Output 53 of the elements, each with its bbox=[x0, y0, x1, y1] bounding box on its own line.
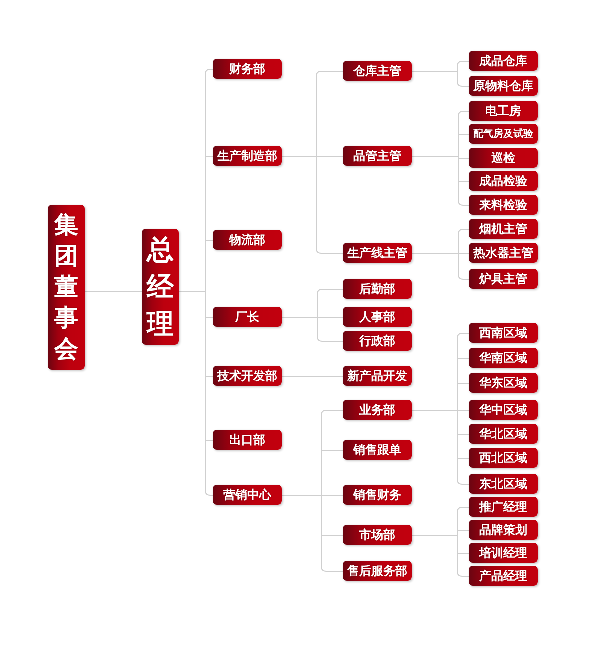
org-box: 来料检验 bbox=[469, 195, 538, 215]
connector-line bbox=[178, 291, 214, 496]
org-box: 华北区域 bbox=[469, 424, 538, 444]
connector-line bbox=[282, 317, 344, 342]
org-box: 产品经理 bbox=[469, 566, 538, 586]
org-box: 炉具主管 bbox=[469, 269, 538, 289]
connector-line bbox=[412, 71, 470, 87]
org-box: 成品检验 bbox=[469, 171, 538, 191]
org-box: 新产品开发 bbox=[343, 366, 412, 386]
org-box: 原物料仓库 bbox=[469, 76, 538, 96]
org-box: 财务部 bbox=[213, 59, 282, 79]
org-box: 华南区域 bbox=[469, 348, 538, 368]
org-box: 生产制造部 bbox=[213, 146, 282, 166]
org-box: 物流部 bbox=[213, 230, 282, 250]
connector-line bbox=[412, 156, 470, 206]
org-box: 技术开发部 bbox=[213, 366, 282, 386]
org-box: 烟机主管 bbox=[469, 219, 538, 239]
connector-line bbox=[84, 291, 142, 292]
org-box: 华中区域 bbox=[469, 400, 538, 420]
org-box: 集团董事会 bbox=[48, 205, 85, 370]
connector-line bbox=[412, 253, 470, 280]
org-box: 培训经理 bbox=[469, 543, 538, 563]
org-box: 市场部 bbox=[343, 525, 412, 545]
org-box: 仓库主管 bbox=[343, 61, 412, 81]
org-box: 行政部 bbox=[343, 331, 412, 351]
org-box: 后勤部 bbox=[343, 279, 412, 299]
connector-line bbox=[282, 156, 344, 254]
org-box: 厂长 bbox=[213, 307, 282, 327]
org-box: 热水器主管 bbox=[469, 243, 538, 263]
org-box: 电工房 bbox=[469, 101, 538, 121]
org-box: 巡检 bbox=[469, 148, 538, 168]
org-box: 配气房及试验 bbox=[469, 124, 538, 144]
connector-line bbox=[282, 376, 344, 377]
org-box: 华东区域 bbox=[469, 373, 538, 393]
org-box: 售后服务部 bbox=[343, 561, 412, 581]
org-box: 西南区域 bbox=[469, 323, 538, 343]
connector-line bbox=[412, 410, 470, 485]
org-box: 东北区域 bbox=[469, 474, 538, 494]
org-box: 西北区域 bbox=[469, 448, 538, 468]
org-box: 生产线主管 bbox=[343, 243, 412, 263]
org-box: 成品仓库 bbox=[469, 51, 538, 71]
org-box: 推广经理 bbox=[469, 497, 538, 517]
org-box: 总经理 bbox=[142, 229, 179, 345]
org-box: 销售跟单 bbox=[343, 440, 412, 460]
org-box: 人事部 bbox=[343, 307, 412, 327]
connector-line bbox=[412, 535, 470, 577]
org-box: 品牌策划 bbox=[469, 520, 538, 540]
org-box: 业务部 bbox=[343, 400, 412, 420]
org-box: 销售财务 bbox=[343, 485, 412, 505]
org-box: 出口部 bbox=[213, 430, 282, 450]
org-box: 品管主管 bbox=[343, 146, 412, 166]
connector-line bbox=[282, 495, 344, 572]
org-box: 营销中心 bbox=[213, 485, 282, 505]
